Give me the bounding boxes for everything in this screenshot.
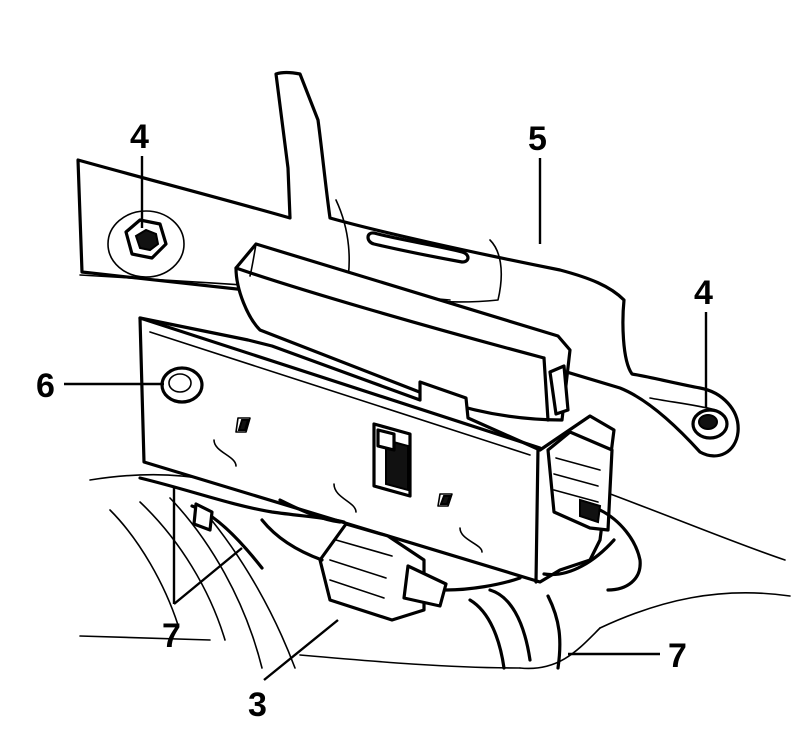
callout-bracket: 5: [528, 120, 547, 158]
callout-labels: 4 5 4 6 7 7 3: [36, 118, 713, 724]
nut-right: [691, 408, 729, 440]
callout-grommet: 6: [36, 367, 55, 405]
callout-nut-right: 4: [694, 274, 713, 312]
callout-harness-right: 7: [668, 637, 687, 675]
callout-nut-top-left: 4: [130, 118, 149, 156]
harness-connector: [318, 522, 522, 622]
leader-harness-left-b: [173, 547, 243, 605]
nut-top-left: [124, 218, 168, 260]
callout-harness-left: 7: [162, 617, 181, 655]
wiring-harness: [138, 476, 642, 670]
leader-lines: [64, 156, 708, 681]
callout-connector: 3: [248, 686, 267, 724]
centre-latch: [372, 422, 412, 498]
mounting-bracket: [76, 70, 740, 458]
side-connector: [546, 430, 614, 532]
leader-connector: [263, 619, 339, 681]
grommet: [160, 366, 204, 404]
